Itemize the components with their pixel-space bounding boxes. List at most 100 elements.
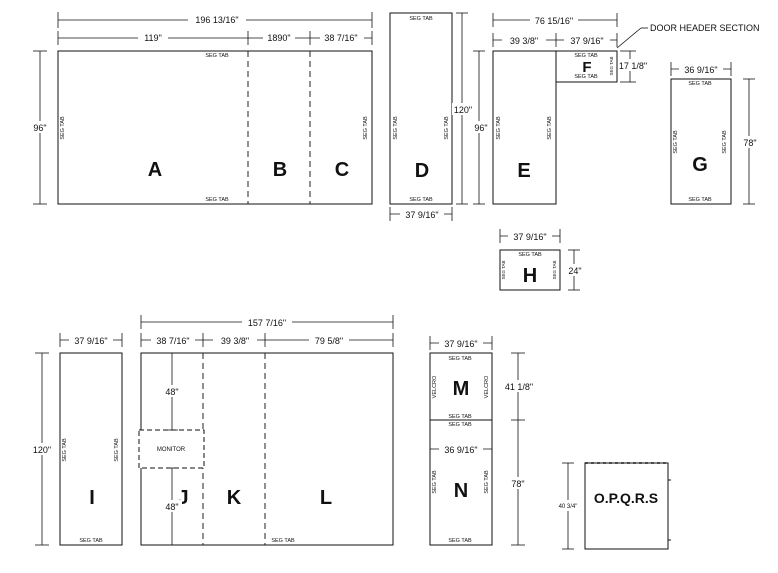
dim-k-width: 39 3/8" bbox=[221, 336, 249, 346]
dim-label-bg bbox=[554, 500, 582, 511]
panel-e-outline bbox=[492, 50, 557, 205]
dim-i-height: 120" bbox=[33, 445, 51, 455]
panel-h bbox=[499, 249, 561, 291]
panel-f bbox=[555, 50, 618, 83]
seg-tab-f-right: SEG TAB bbox=[609, 56, 614, 75]
seg-tab-jkl-bottom: SEG TAB bbox=[271, 538, 295, 544]
seg-tab-g-right: SEG TAB bbox=[722, 130, 728, 154]
dim-j-bottom: 48" bbox=[165, 502, 178, 512]
dim-j-top: 48" bbox=[165, 387, 178, 397]
seg-tab-n-bottom: SEG TAB bbox=[448, 538, 472, 544]
panel-group-i: I SEG TAB SEG TAB SEG TAB 37 9/16" 120" bbox=[30, 333, 123, 546]
panel-group-mn: M N SEG TAB SEG TAB VELCRO VELCRO SEG TA… bbox=[429, 336, 535, 546]
dim-label-bg bbox=[242, 316, 292, 328]
panel-label-l: L bbox=[320, 487, 332, 509]
dim-label-bg bbox=[162, 500, 182, 512]
seg-tab-h-top: SEG TAB bbox=[518, 252, 542, 258]
panel-label-g: G bbox=[692, 154, 708, 176]
dim-l-width: 79 5/8" bbox=[315, 336, 343, 346]
dim-label-bg bbox=[452, 103, 474, 115]
dim-m-width: 37 9/16" bbox=[444, 339, 477, 349]
panel-group-d: D SEG TAB SEG TAB SEG TAB SEG TAB 120" 3… bbox=[389, 12, 474, 221]
panel-label-j: J bbox=[177, 487, 188, 509]
monitor-label: MONITOR bbox=[157, 447, 186, 453]
dim-f-width: 37 9/16" bbox=[570, 36, 603, 46]
dim-b-width: 1890" bbox=[267, 33, 290, 43]
dim-label-bg bbox=[69, 334, 113, 346]
seg-tab-e-left: SEG TAB bbox=[496, 116, 502, 140]
seg-tab-h-right: SEG TAB bbox=[552, 260, 557, 279]
panel-label-n: N bbox=[454, 480, 468, 502]
panel-label-f: F bbox=[582, 59, 591, 76]
dim-n-width: 36 9/16" bbox=[444, 445, 477, 455]
dim-label-bg bbox=[138, 32, 168, 44]
seg-tab-d-bottom: SEG TAB bbox=[409, 197, 433, 203]
seg-tab-abc-top: SEG TAB bbox=[205, 53, 229, 59]
seg-tab-f-top: SEG TAB bbox=[574, 53, 598, 59]
dim-label-bg bbox=[30, 443, 54, 455]
dim-d-height: 120" bbox=[454, 105, 472, 115]
monitor-box bbox=[138, 429, 205, 469]
seg-tab-n-top: SEG TAB bbox=[448, 422, 472, 428]
seg-tab-f-bottom: SEG TAB bbox=[574, 74, 598, 80]
seg-tab-d-right: SEG TAB bbox=[444, 116, 450, 140]
dim-label-bg bbox=[439, 337, 483, 349]
dim-m-height: 41 1/8" bbox=[505, 382, 533, 392]
seg-tab-i-left: SEG TAB bbox=[62, 438, 68, 462]
seg-tab-i-right: SEG TAB bbox=[114, 438, 120, 462]
panel-label-b: B bbox=[273, 159, 287, 181]
panel-opqrs bbox=[584, 462, 669, 550]
panel-abc-outline bbox=[57, 50, 373, 205]
panel-group-jkl: J K L SEG TAB MONITOR 48" 48" 157 7/16" … bbox=[138, 315, 394, 546]
seg-tab-h-left: SEG TAB bbox=[501, 260, 506, 279]
seg-tab-abc-bottom: SEG TAB bbox=[205, 197, 229, 203]
seg-tab-g-bottom: SEG TAB bbox=[688, 197, 712, 203]
dim-label-bg bbox=[188, 13, 246, 25]
panel-label-i: I bbox=[89, 487, 95, 509]
dim-label-bg bbox=[263, 32, 295, 44]
panel-label-h: H bbox=[523, 265, 537, 287]
dim-c-width: 38 7/16" bbox=[324, 33, 357, 43]
seg-tab-g-top: SEG TAB bbox=[688, 81, 712, 87]
seg-tab-g-left: SEG TAB bbox=[673, 130, 679, 154]
panel-label-a: A bbox=[148, 159, 162, 181]
panel-group-h: H SEG TAB SEG TAB SEG TAB 37 9/16" 24" bbox=[499, 229, 584, 291]
leader-door-header bbox=[616, 27, 642, 49]
panel-label-m: M bbox=[453, 378, 470, 400]
seg-tab-abc-right: SEG TAB bbox=[363, 116, 369, 140]
dim-label-bg bbox=[508, 477, 528, 489]
dim-label-bg bbox=[30, 121, 50, 133]
dim-label-bg bbox=[502, 34, 546, 46]
seg-tab-n-left: SEG TAB bbox=[432, 470, 438, 494]
dim-label-bg bbox=[213, 334, 257, 346]
dim-h-width: 37 9/16" bbox=[513, 232, 546, 242]
dim-label-bg bbox=[162, 385, 182, 397]
dim-label-bg bbox=[439, 443, 483, 455]
dim-h-height: 24" bbox=[568, 266, 581, 276]
dim-label-bg bbox=[320, 32, 364, 44]
annotation-door-header: DOOR HEADER SECTION bbox=[650, 23, 760, 33]
panel-label-e: E bbox=[517, 160, 530, 182]
dim-j-width: 38 7/16" bbox=[156, 336, 189, 346]
dim-jkl-total: 157 7/16" bbox=[248, 318, 286, 328]
dim-n-height: 78" bbox=[511, 479, 524, 489]
panel-i bbox=[59, 352, 123, 546]
panel-group-abc: A B C SEG TAB SEG TAB SEG TAB SEG TAB 19… bbox=[30, 12, 373, 205]
seg-tab-m-bottom: SEG TAB bbox=[448, 414, 472, 420]
panel-group-g: G SEG TAB SEG TAB SEG TAB SEG TAB 36 9/1… bbox=[670, 62, 760, 205]
velcro-m-right: VELCRO bbox=[484, 375, 490, 398]
dim-a-width: 119" bbox=[144, 33, 162, 43]
seg-tab-i-bottom: SEG TAB bbox=[79, 538, 103, 544]
dim-label-bg bbox=[564, 34, 610, 46]
seg-tab-d-left: SEG TAB bbox=[393, 116, 399, 140]
dim-label-bg bbox=[508, 230, 552, 242]
dim-g-width: 36 9/16" bbox=[684, 65, 717, 75]
dim-label-bg bbox=[470, 121, 490, 133]
dim-i-width: 37 9/16" bbox=[74, 336, 107, 346]
velcro-m-left: VELCRO bbox=[432, 375, 438, 398]
dim-label-bg bbox=[740, 136, 760, 148]
seg-tab-e-right: SEG TAB bbox=[547, 116, 553, 140]
seg-tab-n-right: SEG TAB bbox=[484, 470, 490, 494]
seg-tab-abc-left: SEG TAB bbox=[60, 116, 66, 140]
